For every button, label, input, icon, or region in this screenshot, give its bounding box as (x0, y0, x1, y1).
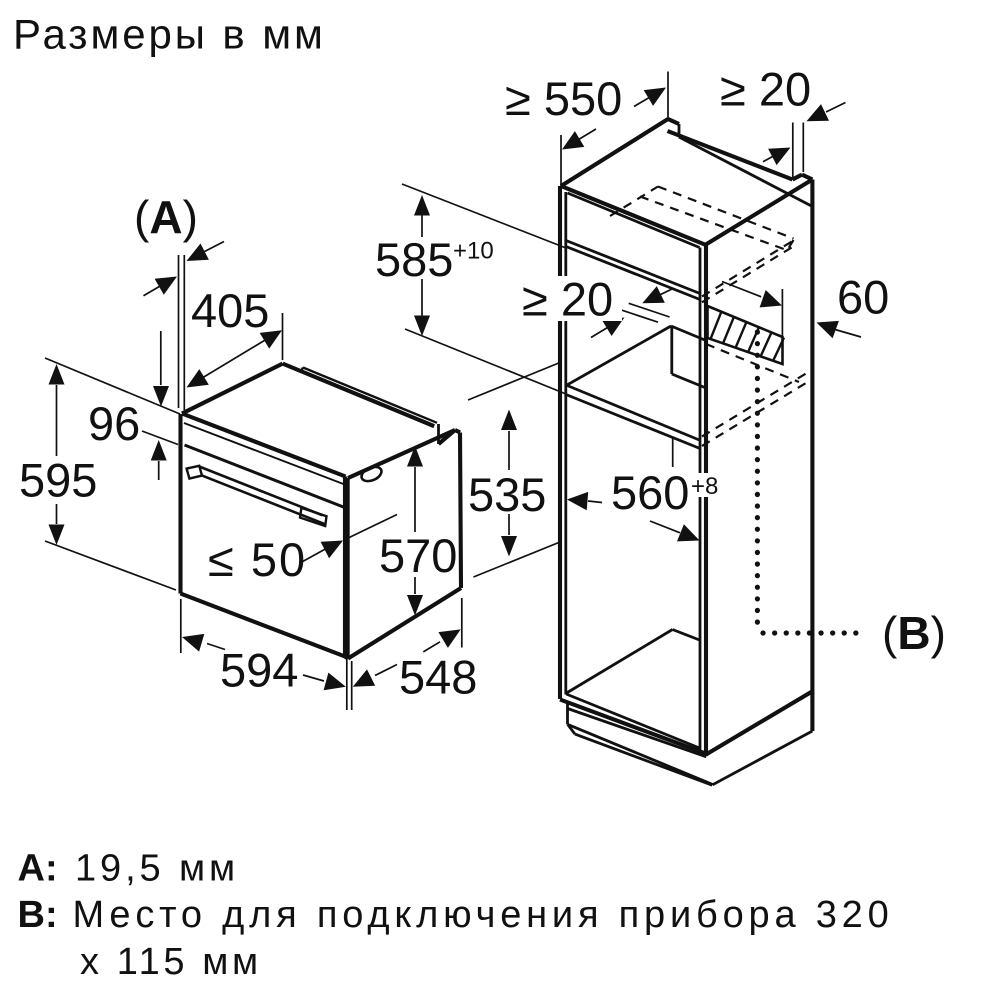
svg-text:405: 405 (191, 284, 269, 337)
svg-text:Размеры в мм: Размеры в мм (13, 11, 326, 58)
svg-text:B:: B: (18, 894, 58, 936)
svg-text:Место для подключения прибора: Место для подключения прибора 320 (73, 894, 894, 936)
svg-text:≤ 50: ≤ 50 (208, 533, 307, 586)
svg-text:19,5 мм: 19,5 мм (75, 848, 239, 890)
svg-text:+8: +8 (691, 473, 718, 500)
svg-text:548: 548 (399, 651, 477, 704)
svg-text:595: 595 (19, 454, 97, 507)
svg-text:≥ 550: ≥ 550 (505, 72, 622, 125)
svg-text:(B): (B) (882, 607, 946, 659)
svg-text:535: 535 (468, 468, 546, 521)
svg-text:570: 570 (379, 529, 457, 582)
svg-text:+10: +10 (453, 238, 494, 265)
svg-text:A:: A: (18, 848, 58, 890)
svg-text:х 115 мм: х 115 мм (80, 941, 262, 983)
svg-text:585: 585 (375, 233, 453, 286)
svg-text:60: 60 (837, 271, 889, 324)
svg-text:96: 96 (88, 397, 140, 450)
svg-text:≥ 20: ≥ 20 (522, 272, 613, 325)
svg-text:594: 594 (220, 644, 298, 697)
svg-text:560: 560 (611, 466, 689, 519)
svg-text:≥ 20: ≥ 20 (720, 63, 811, 116)
svg-text:(A): (A) (134, 191, 198, 243)
